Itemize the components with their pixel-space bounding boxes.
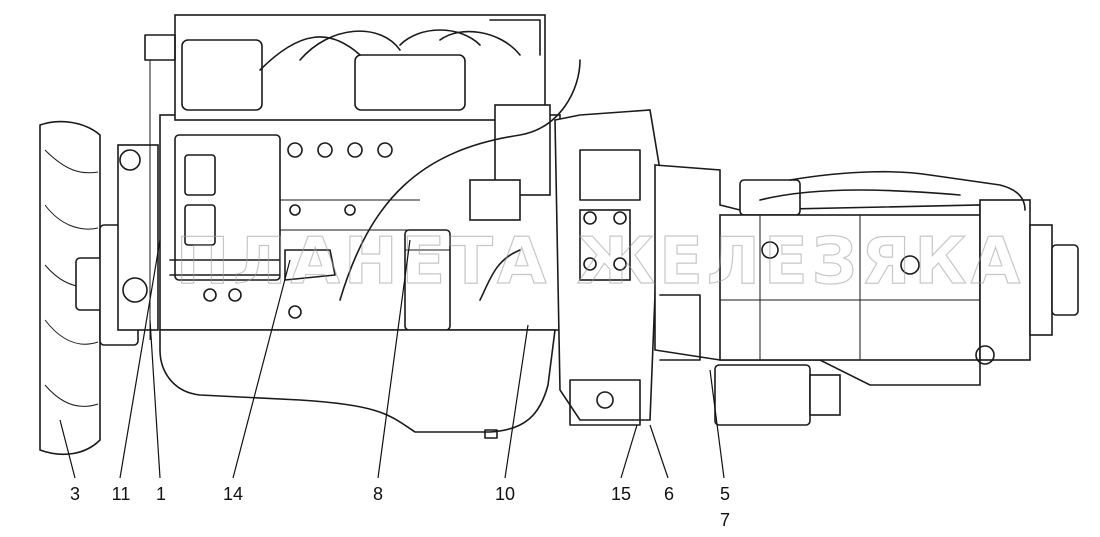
callout-11: 11 <box>112 484 131 504</box>
gearbox <box>654 164 1079 426</box>
watermark: ПЛАНЕТА ЖЕЛЕЗЯКА <box>176 225 1025 299</box>
oil-pan <box>159 329 556 439</box>
callout-7: 7 <box>720 510 730 530</box>
callout-3: 3 <box>70 484 80 504</box>
callout-15: 15 <box>611 484 631 504</box>
engine-front-cover <box>117 60 159 340</box>
callout-10: 10 <box>495 484 515 504</box>
callout-8: 8 <box>373 484 383 504</box>
callout-14: 14 <box>223 484 243 504</box>
callout-1: 1 <box>156 484 166 504</box>
callout-6: 6 <box>664 484 674 504</box>
leader-lines <box>59 239 725 479</box>
callout-5: 5 <box>720 484 730 504</box>
clutch-housing <box>554 109 661 426</box>
engine-block <box>144 14 581 331</box>
